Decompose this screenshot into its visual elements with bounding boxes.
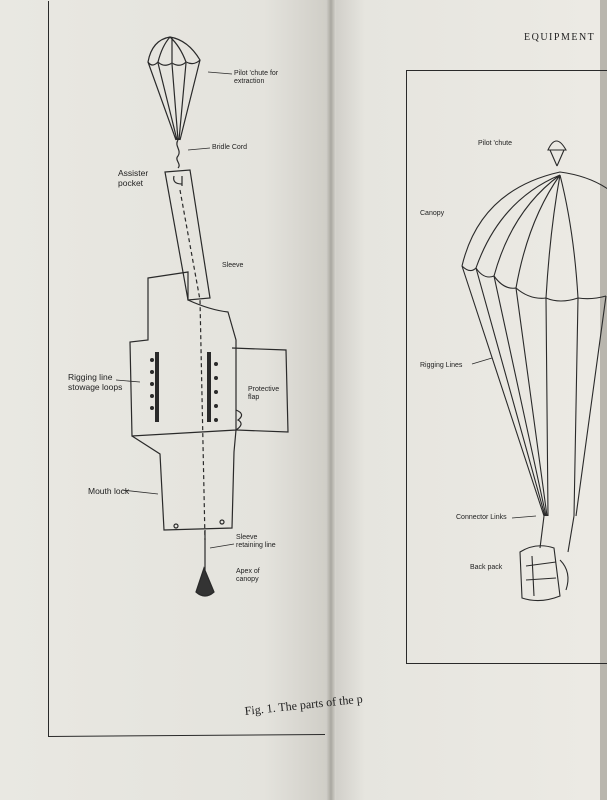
sleeve-illustration — [115, 36, 289, 597]
book-gutter — [326, 0, 336, 800]
protective-flap — [231, 347, 289, 433]
mouth-lock — [131, 429, 237, 531]
running-head: EQUIPMENT — [524, 32, 596, 43]
stowage-loops — [150, 352, 218, 422]
label-apex-of-canopy: Apex of canopy — [236, 568, 260, 583]
label-connector-links: Connector Links — [456, 514, 507, 521]
back-pack — [519, 545, 561, 602]
label-bridle-cord: Bridle Cord — [212, 144, 248, 151]
label-sleeve-retaining-line: Sleeve retaining line — [236, 534, 276, 549]
sleeve-upper — [164, 169, 211, 301]
label-mouth-lock: Mouth lock — [88, 486, 130, 496]
label-pilot-chute: Pilot 'chute — [478, 140, 513, 147]
label-canopy: Canopy — [420, 210, 445, 217]
right-pilot-chute — [547, 140, 567, 151]
right-page — [333, 0, 600, 800]
label-assister-pocket: Assister pocket — [118, 168, 149, 188]
right-figure-frame — [406, 70, 607, 664]
connector-links — [539, 515, 575, 553]
bridle-cord — [176, 139, 180, 169]
label-back-pack: Back pack — [470, 564, 503, 571]
label-rigging-lines: Rigging Lines — [420, 362, 463, 369]
label-sleeve: Sleeve — [222, 262, 244, 269]
label-protective-flap: Protective flap — [248, 386, 280, 401]
rigging-lines — [461, 265, 607, 517]
main-canopy — [461, 171, 607, 267]
label-stowage-loops: Rigging line stowage loops — [68, 372, 123, 392]
label-pilot-chute-extraction: Pilot 'chute for extraction — [234, 70, 279, 85]
left-page — [0, 0, 330, 800]
canopy-apex — [195, 566, 215, 597]
